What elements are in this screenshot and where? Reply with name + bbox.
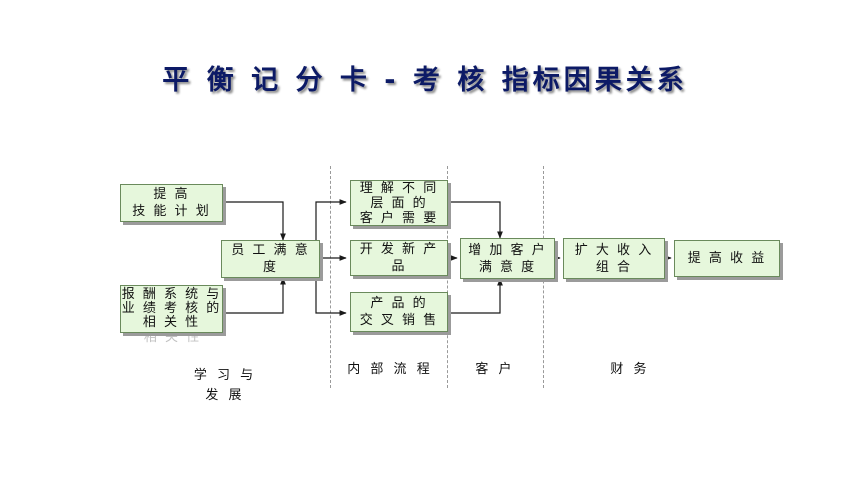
box-understand-customer-needs: 理 解 不 同 层 面 的 客 户 需 要 xyxy=(350,180,448,226)
box-expand-revenue-mix: 扩 大 收 入 组 合 xyxy=(563,238,665,279)
box-employee-satisfaction: 员 工 满 意 度 xyxy=(221,240,320,278)
arrow-understand-customer xyxy=(448,201,503,239)
box-develop-new-products: 开 发 新 产 品 xyxy=(350,240,448,276)
box-reward-performance: 报 酬 系 统 与 业 绩 考 核 的 相 关 性 xyxy=(120,285,223,333)
arrow-employee-crosssell xyxy=(315,258,347,316)
box-customer-satisfaction: 增 加 客 户 满 意 度 xyxy=(460,238,555,279)
section-finance: 财 务 xyxy=(610,362,650,377)
arrow-employee-understand xyxy=(315,199,347,258)
ghost-text-reward: 相 关 性 xyxy=(143,330,202,345)
section-internal-process: 内 部 流 程 xyxy=(347,362,433,377)
arrow-skills-employee xyxy=(223,201,286,241)
box-product-cross-selling: 产 品 的 交 叉 销 售 xyxy=(350,292,448,332)
divider-learning-internal xyxy=(330,166,331,388)
box-improve-skills: 提 高 技 能 计 划 xyxy=(120,184,223,222)
section-customer: 客 户 xyxy=(475,362,515,377)
page-title: 平 衡 记 分 卡 - 考 核 指标因果关系 xyxy=(162,65,688,96)
section-learning-growth: 学 习 与 发 展 xyxy=(193,368,257,403)
arrow-reward-employee xyxy=(223,277,286,314)
box-improve-profit: 提 高 收 益 xyxy=(674,240,780,277)
arrow-crosssell-customer xyxy=(448,278,503,314)
divider-internal-customer xyxy=(447,166,448,388)
